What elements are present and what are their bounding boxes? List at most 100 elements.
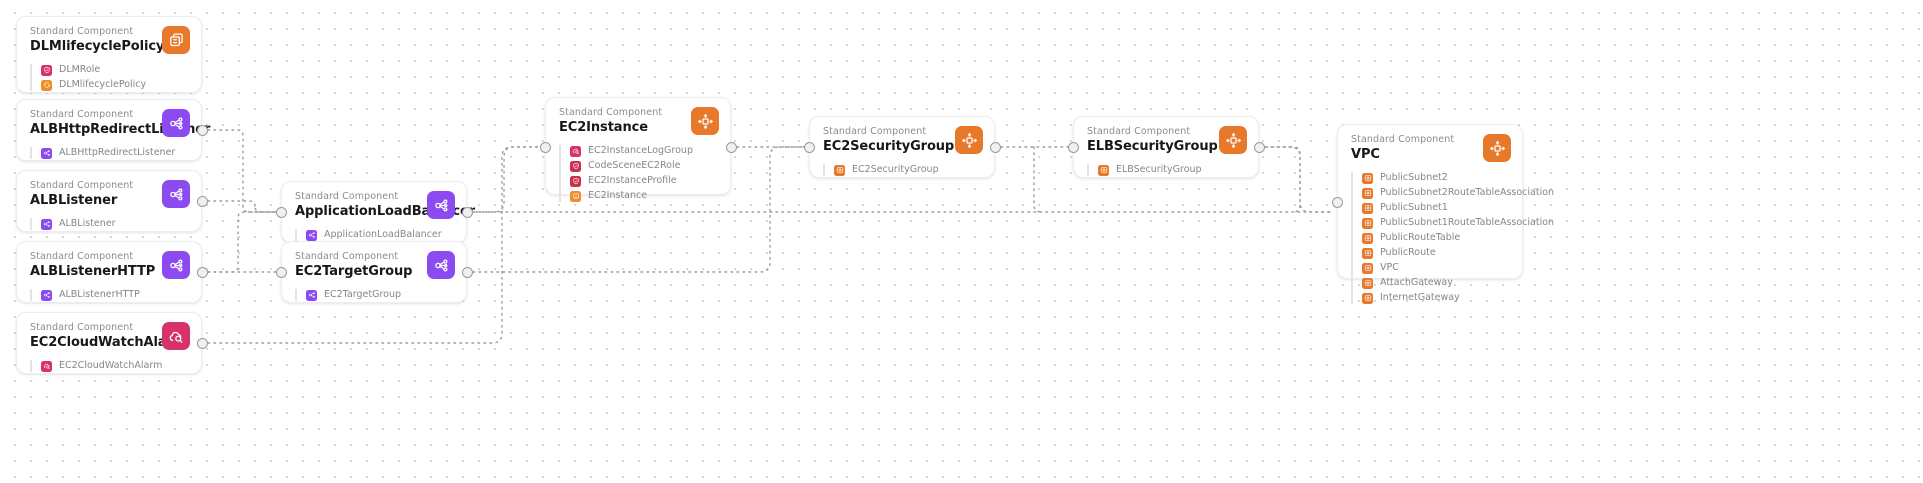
node-title: EC2Instance (559, 120, 648, 135)
listener-icon (41, 147, 52, 159)
network-nodes-icon (427, 251, 455, 279)
resource-list: ELBSecurityGroup (1087, 164, 1246, 176)
resource-item[interactable]: VPC (1362, 262, 1510, 274)
resource-item[interactable]: PublicSubnet2RouteTableAssociation (1362, 187, 1554, 199)
security-group-icon (1362, 217, 1373, 229)
node-kind-label: Standard Component (823, 126, 927, 137)
resource-label: PublicRoute (1380, 247, 1436, 258)
resize-box-icon (955, 126, 983, 154)
resource-label: InternetGateway (1380, 292, 1460, 303)
resource-item[interactable]: DLMRole (41, 64, 189, 76)
resource-label: ALBListenerHTTP (59, 289, 140, 300)
port-alb-listener-http-right[interactable] (196, 266, 208, 278)
port-ec2-target-group-left[interactable] (275, 266, 287, 278)
node-kind-label: Standard Component (30, 109, 134, 120)
resource-item[interactable]: ALBListener (41, 218, 189, 230)
resource-label: EC2CloudWatchAlarm (59, 360, 163, 371)
node-kind-label: Standard Component (295, 191, 399, 202)
listener-icon (41, 218, 52, 230)
node-title: ALBListener (30, 193, 118, 208)
node-kind-label: Standard Component (30, 26, 134, 37)
resource-item[interactable]: CodeSceneEC2Role (570, 160, 718, 172)
resource-label: AttachGateway (1380, 277, 1453, 288)
port-ec2-security-group-left[interactable] (803, 141, 815, 153)
resource-list: EC2TargetGroup (295, 289, 454, 301)
port-alb-listener-right[interactable] (196, 195, 208, 207)
edge-alb-listener-to-alb (207, 200, 277, 213)
resource-item[interactable]: InternetGateway (1362, 292, 1510, 304)
security-group-icon (1362, 202, 1373, 214)
resource-item[interactable]: EC2CloudWatchAlarm (41, 360, 189, 372)
port-ec2-target-group-right[interactable] (461, 266, 473, 278)
resource-item[interactable]: AttachGateway (1362, 277, 1510, 289)
port-alb-http-redirect-listener-right[interactable] (196, 124, 208, 136)
resource-item[interactable]: DLMlifecyclePolicy (41, 79, 189, 91)
node-kind-label: Standard Component (295, 251, 399, 262)
port-ec2-instance-right[interactable] (725, 141, 737, 153)
resource-item[interactable]: EC2TargetGroup (306, 289, 454, 301)
security-group-icon (1362, 277, 1373, 289)
resource-item[interactable]: PublicSubnet1RouteTableAssociation (1362, 217, 1554, 229)
security-group-icon (1362, 262, 1373, 274)
resource-item[interactable]: PublicRouteTable (1362, 232, 1510, 244)
resource-item[interactable]: PublicSubnet1 (1362, 202, 1510, 214)
resource-item[interactable]: ALBListenerHTTP (41, 289, 189, 301)
resource-item[interactable]: EC2SecurityGroup (834, 164, 982, 176)
resource-list: ApplicationLoadBalancer (295, 229, 454, 241)
node-title: ALBListenerHTTP (30, 264, 156, 279)
node-title: EC2TargetGroup (295, 264, 413, 279)
resource-item[interactable]: PublicSubnet2 (1362, 172, 1510, 184)
listener-icon (41, 289, 52, 301)
port-ec2-cloudwatch-alarm-right[interactable] (196, 337, 208, 349)
resource-list: EC2CloudWatchAlarm (30, 360, 189, 372)
resource-list: EC2SecurityGroup (823, 164, 982, 176)
port-ec2-instance-left[interactable] (539, 141, 551, 153)
log-group-icon (570, 145, 581, 157)
port-elb-security-group-left[interactable] (1067, 141, 1079, 153)
node-title: EC2SecurityGroup (823, 139, 955, 154)
ec2-instance-icon (570, 190, 581, 202)
resource-item[interactable]: ApplicationLoadBalancer (306, 229, 454, 241)
resource-item[interactable]: ELBSecurityGroup (1098, 164, 1246, 176)
port-application-load-balancer-left[interactable] (275, 206, 287, 218)
security-group-icon (1362, 172, 1373, 184)
port-vpc-left[interactable] (1331, 196, 1343, 208)
resource-label: PublicSubnet1 (1380, 202, 1448, 213)
iam-role-icon (570, 175, 581, 187)
resource-label: EC2InstanceProfile (588, 175, 677, 186)
resource-item[interactable]: ALBHttpRedirectListener (41, 147, 189, 159)
node-kind-label: Standard Component (1351, 134, 1455, 145)
copy-stack-icon (162, 26, 190, 54)
resource-item[interactable]: EC2Instance (570, 190, 718, 202)
resource-item[interactable]: EC2InstanceProfile (570, 175, 718, 187)
node-title: VPC (1351, 147, 1380, 162)
edge-alb-to-ec2instance (472, 146, 541, 213)
port-elb-security-group-right[interactable] (1253, 141, 1265, 153)
lifecycle-policy-icon (41, 79, 52, 91)
resource-item[interactable]: PublicRoute (1362, 247, 1510, 259)
port-application-load-balancer-right[interactable] (461, 206, 473, 218)
listener-icon (306, 229, 317, 241)
resource-label: EC2SecurityGroup (852, 164, 939, 175)
resource-label: PublicRouteTable (1380, 232, 1461, 243)
resource-item[interactable]: EC2InstanceLogGroup (570, 145, 718, 157)
node-kind-label: Standard Component (30, 251, 134, 262)
resource-list: ALBListenerHTTP (30, 289, 189, 301)
port-ec2-security-group-right[interactable] (989, 141, 1001, 153)
node-title: EC2CloudWatchAlarm (30, 335, 187, 350)
resource-label: PublicSubnet2 (1380, 172, 1448, 183)
